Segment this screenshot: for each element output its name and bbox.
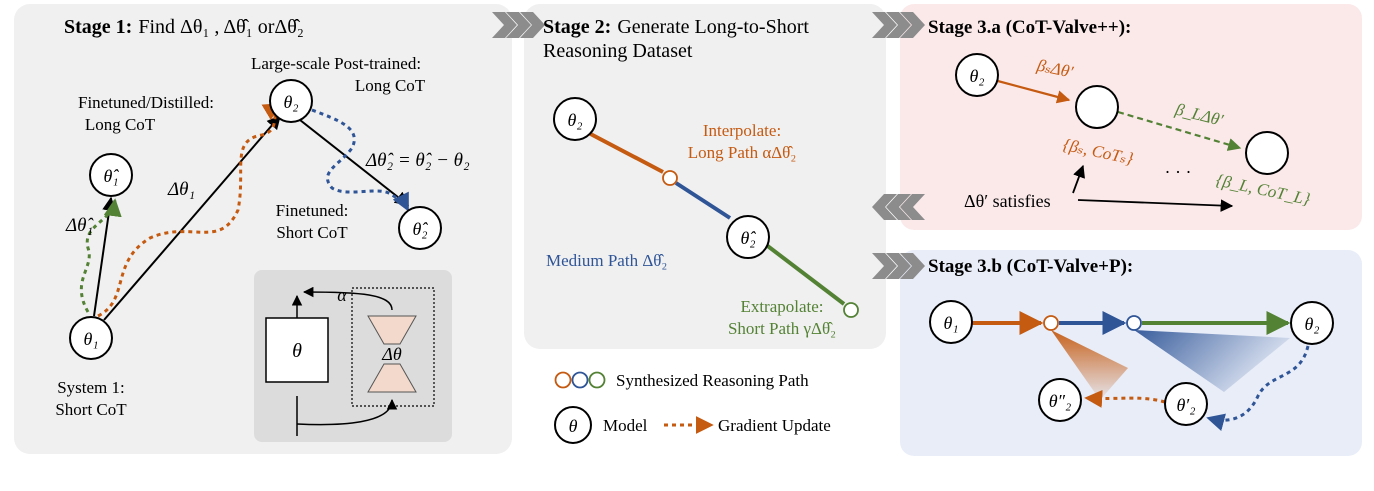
inset-alpha-label: α xyxy=(337,285,347,305)
stage3a-panel xyxy=(900,4,1362,230)
delta-theta1-label: Δθ₁ xyxy=(167,179,195,200)
svg-text:θ₂: θ₂ xyxy=(567,110,582,130)
svg-text:θ₂: θ₂ xyxy=(1304,314,1319,334)
beta-s-arrow xyxy=(993,78,1071,104)
stage1-title: Stage 1:Find Δθ₁ , Δθ̂₁ orΔθ̂₂ xyxy=(64,16,304,38)
finetuned-short-label: Finetuned:Short CoT xyxy=(276,201,349,242)
legend: Synthesized Reasoning Path θ Model Gradi… xyxy=(554,371,831,444)
node-s3a-long xyxy=(1245,131,1289,175)
stage2-panel xyxy=(524,4,886,349)
medium-path-label: Medium Path Δθ̂₂ xyxy=(546,251,667,270)
chevron-right-icon xyxy=(872,253,925,279)
node-s3b-theta1: θ₁ xyxy=(929,300,973,344)
svg-text:θ″₂: θ″₂ xyxy=(1049,391,1072,411)
s3b-blue-gradient-path xyxy=(1206,345,1310,431)
posttrained-label: Large-scale Post-trained:Long CoT xyxy=(251,54,426,95)
inset-theta-label: θ xyxy=(292,340,302,362)
legend-synthesized-label: Synthesized Reasoning Path xyxy=(616,371,809,390)
svg-text:θ̂₂: θ̂₂ xyxy=(740,228,756,248)
chevron-right-icon xyxy=(872,12,925,38)
s3b-blue-point xyxy=(1126,315,1142,331)
svg-text:θ̂₂: θ̂₂ xyxy=(412,219,428,239)
node-s3a-short xyxy=(1075,85,1119,129)
node-theta1: θ₁ xyxy=(69,316,113,360)
svg-text:θ̂₁: θ̂₁ xyxy=(103,166,119,186)
stage3b-panel xyxy=(900,250,1362,456)
arrow-theta1-to-theta2 xyxy=(103,114,281,321)
satisfies-arrow-long xyxy=(1077,199,1234,212)
node-theta2-hat: θ̂₂ xyxy=(398,206,442,250)
satisfies-arrow-short xyxy=(1072,164,1085,194)
blue-gradient-path xyxy=(311,108,410,212)
legend-model-label: Model xyxy=(603,416,648,435)
delta-theta1-hat-label: Δθ̂₁ xyxy=(65,215,94,236)
node-s3b-theta2-double-prime: θ″₂ xyxy=(1038,378,1082,422)
ellipsis: · · · xyxy=(1165,162,1192,182)
node-s3b-theta2: θ₂ xyxy=(1290,301,1334,345)
orange-fan xyxy=(1051,330,1128,400)
chevron-right-icon xyxy=(492,12,545,38)
legend-model-circle xyxy=(554,406,592,444)
chevron-left-icon xyxy=(872,194,925,220)
green-gradient-path xyxy=(79,198,122,313)
arrow-theta2-to-theta2hat xyxy=(299,119,410,206)
s3b-orange-point xyxy=(1043,315,1059,331)
legend-gradient-label: Gradient Update xyxy=(718,416,831,435)
finetuned-distilled-label: Finetuned/Distilled:Long CoT xyxy=(78,93,214,134)
svg-text:θ₁: θ₁ xyxy=(83,329,98,349)
svg-text:θ₂: θ₂ xyxy=(283,92,298,112)
node-theta1-hat: θ̂₁ xyxy=(89,153,133,197)
node-s2-theta2: θ₂ xyxy=(553,97,597,141)
extrapolate-label: Extrapolate:Short Path γΔθ̂₂ xyxy=(728,297,836,338)
svg-text:θ′₂: θ′₂ xyxy=(1176,395,1195,415)
medium-path-segment xyxy=(674,181,732,220)
svg-text:θ₂: θ₂ xyxy=(969,66,984,86)
short-path-segment xyxy=(763,242,846,306)
base-model-block xyxy=(265,317,329,383)
legend-model-symbol: θ xyxy=(569,416,578,436)
node-s3b-theta2-prime: θ′₂ xyxy=(1164,382,1208,426)
node-theta2: θ₂ xyxy=(269,79,313,123)
long-path-segment xyxy=(582,128,664,174)
interpolate-point xyxy=(662,170,678,186)
beta-l-arrow xyxy=(1117,110,1242,151)
node-s2-theta2-hat: θ̂₂ xyxy=(726,215,770,259)
adapter-inset: θ Δθ α xyxy=(254,270,452,442)
satisfies-label: Δθ′ satisfies xyxy=(964,191,1051,211)
legend-orange-dot xyxy=(554,371,572,389)
blue-fan xyxy=(1134,330,1290,392)
arrow-theta1-to-theta1hat xyxy=(93,196,117,317)
system1-label: System 1:Short CoT xyxy=(55,378,127,419)
svg-text:θ₁: θ₁ xyxy=(943,313,958,333)
legend-blue-dot xyxy=(571,371,589,389)
stage3a-title: Stage 3.a (CoT-Valve++): xyxy=(928,17,1131,38)
stage3b-title: Stage 3.b (CoT-Valve+P): xyxy=(928,256,1133,277)
legend-green-dot xyxy=(588,371,606,389)
node-s3a-theta2: θ₂ xyxy=(955,53,999,97)
extrapolate-point xyxy=(843,302,859,318)
interpolate-label: Interpolate:Long Path αΔθ̂₂ xyxy=(688,121,797,162)
inset-delta-theta-label: Δθ xyxy=(381,344,402,364)
equation-label: Δθ̂₂ = θ̂₂ − θ₂ xyxy=(365,150,470,171)
